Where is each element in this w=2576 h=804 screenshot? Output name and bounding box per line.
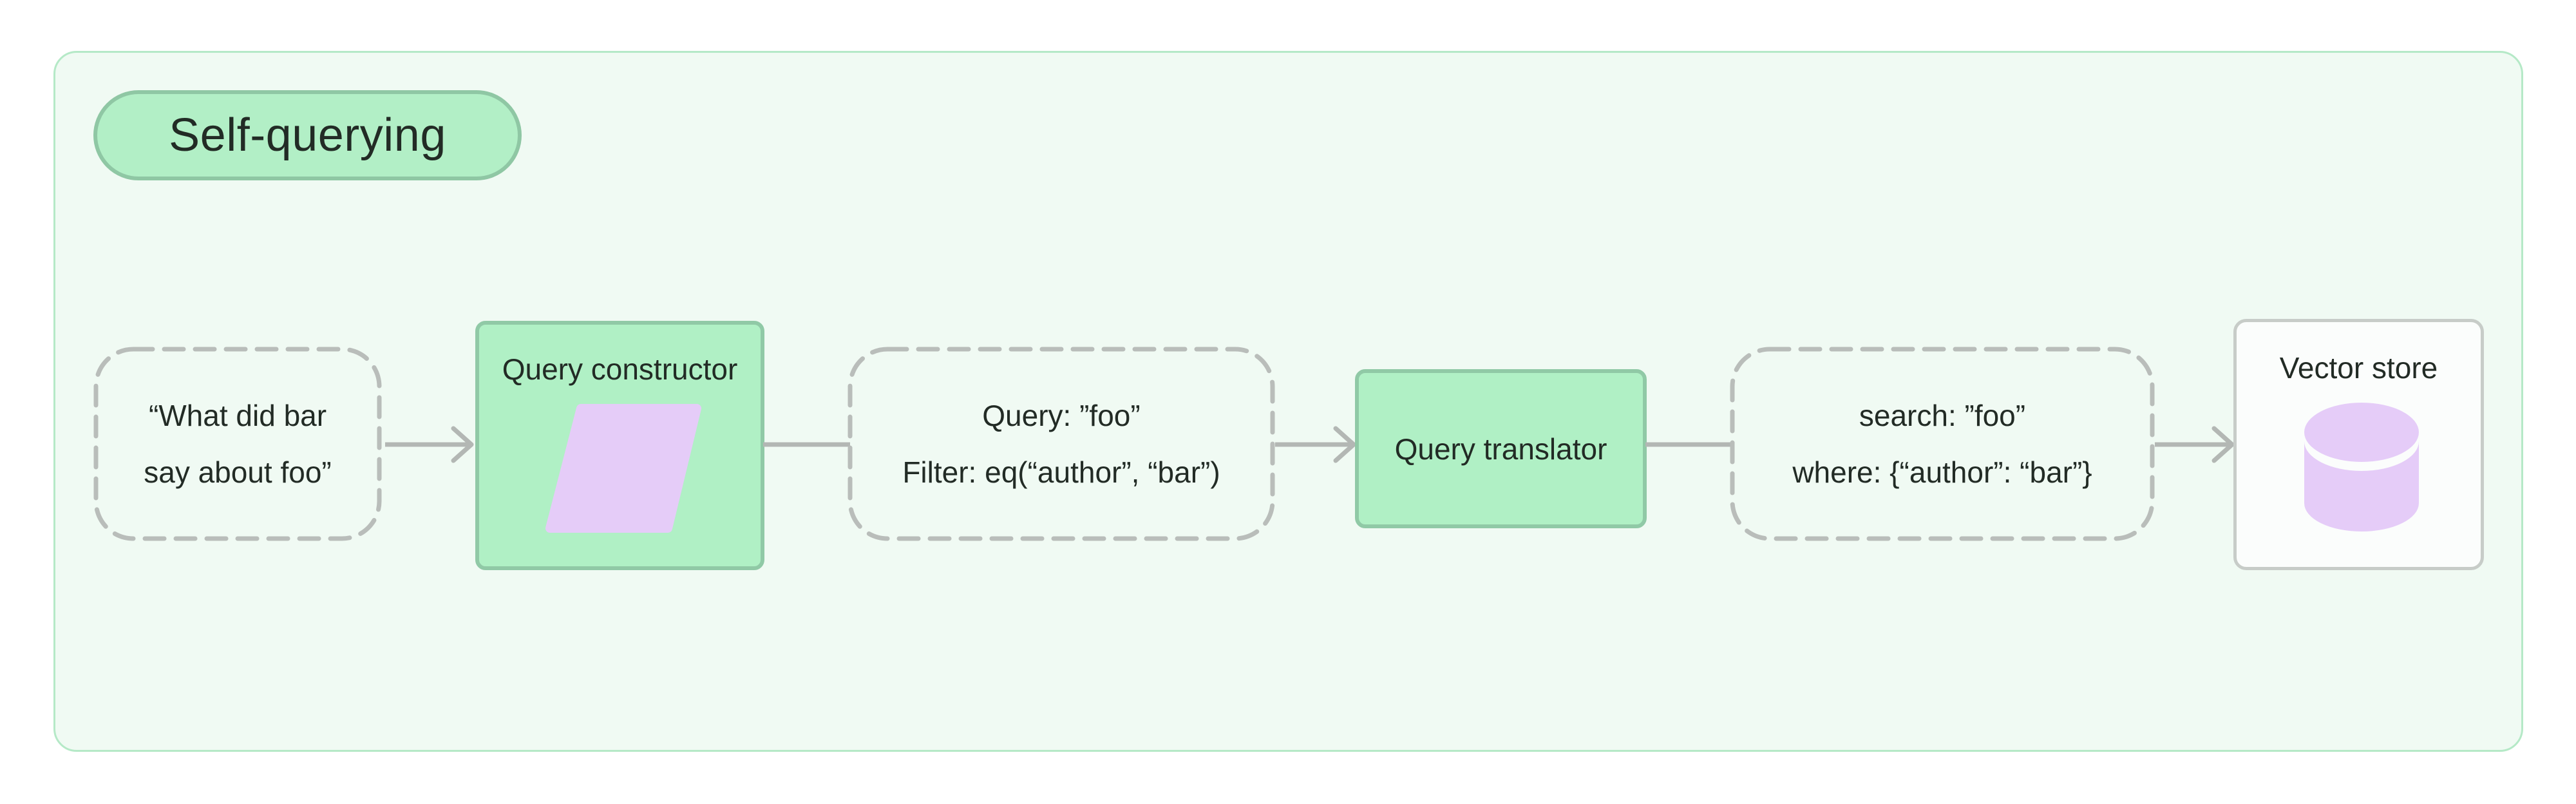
node-text-line: “What did bar (148, 399, 327, 432)
dashed-outline (1730, 347, 2155, 541)
node-translated-query: search: ”foo” where: {“author”: “bar”} (1730, 347, 2155, 541)
line-connector (1645, 442, 1732, 447)
node-text: “What did bar say about foo” (144, 387, 332, 501)
node-constructed-query: Query: ”foo” Filter: eq(“author”, “bar”) (848, 347, 1275, 541)
database-cylinder-icon (2304, 403, 2419, 531)
arrowhead-icon (385, 426, 474, 463)
node-label: Vector store (2279, 351, 2438, 385)
connector-translated-to-vector-store (2155, 416, 2236, 474)
node-query-constructor: Query constructor (475, 321, 764, 570)
connector-user-query-to-constructor (385, 416, 475, 474)
diagram-title: Self-querying (169, 110, 446, 161)
node-text-line: say about foo” (144, 455, 332, 489)
node-text-line: Filter: eq(“author”, “bar”) (902, 455, 1220, 489)
node-text-line: Query: ”foo” (982, 399, 1141, 432)
arrowhead-icon (1275, 426, 1356, 463)
connector-translator-to-translated (1645, 416, 1732, 474)
diagram-title-badge: Self-querying (93, 90, 522, 180)
dashed-outline (93, 347, 382, 541)
dashed-outline (848, 347, 1275, 541)
node-label: Query translator (1394, 432, 1607, 466)
node-text-line: where: {“author”: “bar”} (1792, 455, 2092, 489)
node-label: Query constructor (502, 352, 738, 386)
node-text: Query: ”foo” Filter: eq(“author”, “bar”) (902, 387, 1220, 501)
node-text: search: ”foo” where: {“author”: “bar”} (1792, 387, 2092, 501)
node-user-query: “What did bar say about foo” (93, 347, 382, 541)
connector-constructor-to-query (763, 416, 850, 474)
line-connector (763, 442, 850, 447)
connector-query-to-translator (1275, 416, 1358, 474)
node-query-translator: Query translator (1355, 369, 1647, 528)
node-vector-store: Vector store (2233, 319, 2484, 570)
node-text-line: search: ”foo” (1859, 399, 2026, 432)
arrowhead-icon (2155, 426, 2235, 463)
